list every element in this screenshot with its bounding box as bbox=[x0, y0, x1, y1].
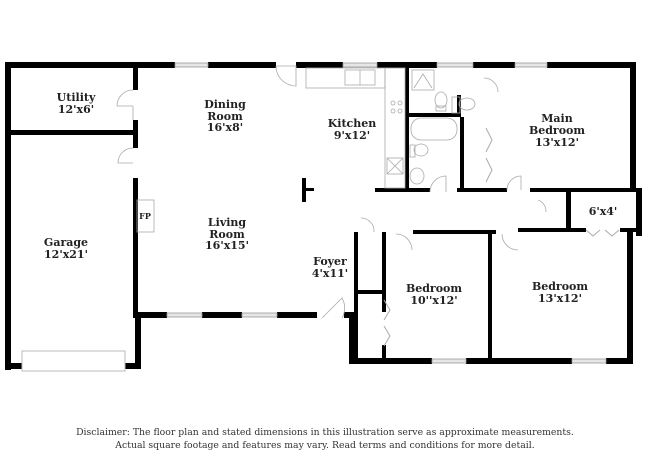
kitchen-size: 9'x12' bbox=[334, 129, 370, 142]
doors bbox=[116, 65, 547, 319]
bedroom3-name: Bedroom bbox=[532, 280, 588, 293]
main-bedroom-size: 13'x12' bbox=[535, 136, 579, 149]
closet-bifold-doors bbox=[383, 127, 620, 347]
garage-door bbox=[21, 350, 126, 372]
dining-size: 16'x8' bbox=[207, 121, 243, 134]
exterior-walls bbox=[5, 62, 642, 370]
fixtures bbox=[136, 67, 476, 233]
utility-size: 12'x6' bbox=[58, 103, 94, 116]
main-bedroom-name-2: Bedroom bbox=[529, 124, 585, 137]
closet-size: 6'x4' bbox=[589, 205, 618, 218]
living-size: 16'x15' bbox=[205, 239, 249, 252]
disclaimer: Disclaimer: The floor plan and stated di… bbox=[0, 426, 650, 452]
foyer-size: 4'x11' bbox=[312, 267, 348, 280]
bedroom3-size: 13'x12' bbox=[538, 292, 582, 305]
kitchen-name: Kitchen bbox=[328, 117, 377, 130]
disclaimer-line-1: Disclaimer: The floor plan and stated di… bbox=[76, 427, 574, 438]
garage-name: Garage bbox=[44, 236, 88, 249]
utility-name: Utility bbox=[57, 91, 96, 104]
living-name-2: Room bbox=[209, 228, 245, 241]
fireplace-label: FP bbox=[139, 211, 151, 221]
dining-name-2: Room bbox=[207, 110, 243, 123]
room-labels: Utility 12'x6' Garage 12'x21' Dining Roo… bbox=[44, 91, 617, 307]
main-bedroom-name-1: Main bbox=[541, 112, 572, 125]
living-name-1: Living bbox=[208, 216, 246, 229]
garage-size: 12'x21' bbox=[44, 248, 88, 261]
foyer-name: Foyer bbox=[313, 255, 347, 268]
disclaimer-line-2: Actual square footage and features may v… bbox=[115, 440, 535, 451]
interior-walls bbox=[11, 68, 636, 362]
windows bbox=[166, 62, 607, 364]
dining-name-1: Dining bbox=[204, 98, 246, 111]
bedroom2-name: Bedroom bbox=[406, 282, 462, 295]
bedroom2-size: 10''x12' bbox=[410, 294, 457, 307]
